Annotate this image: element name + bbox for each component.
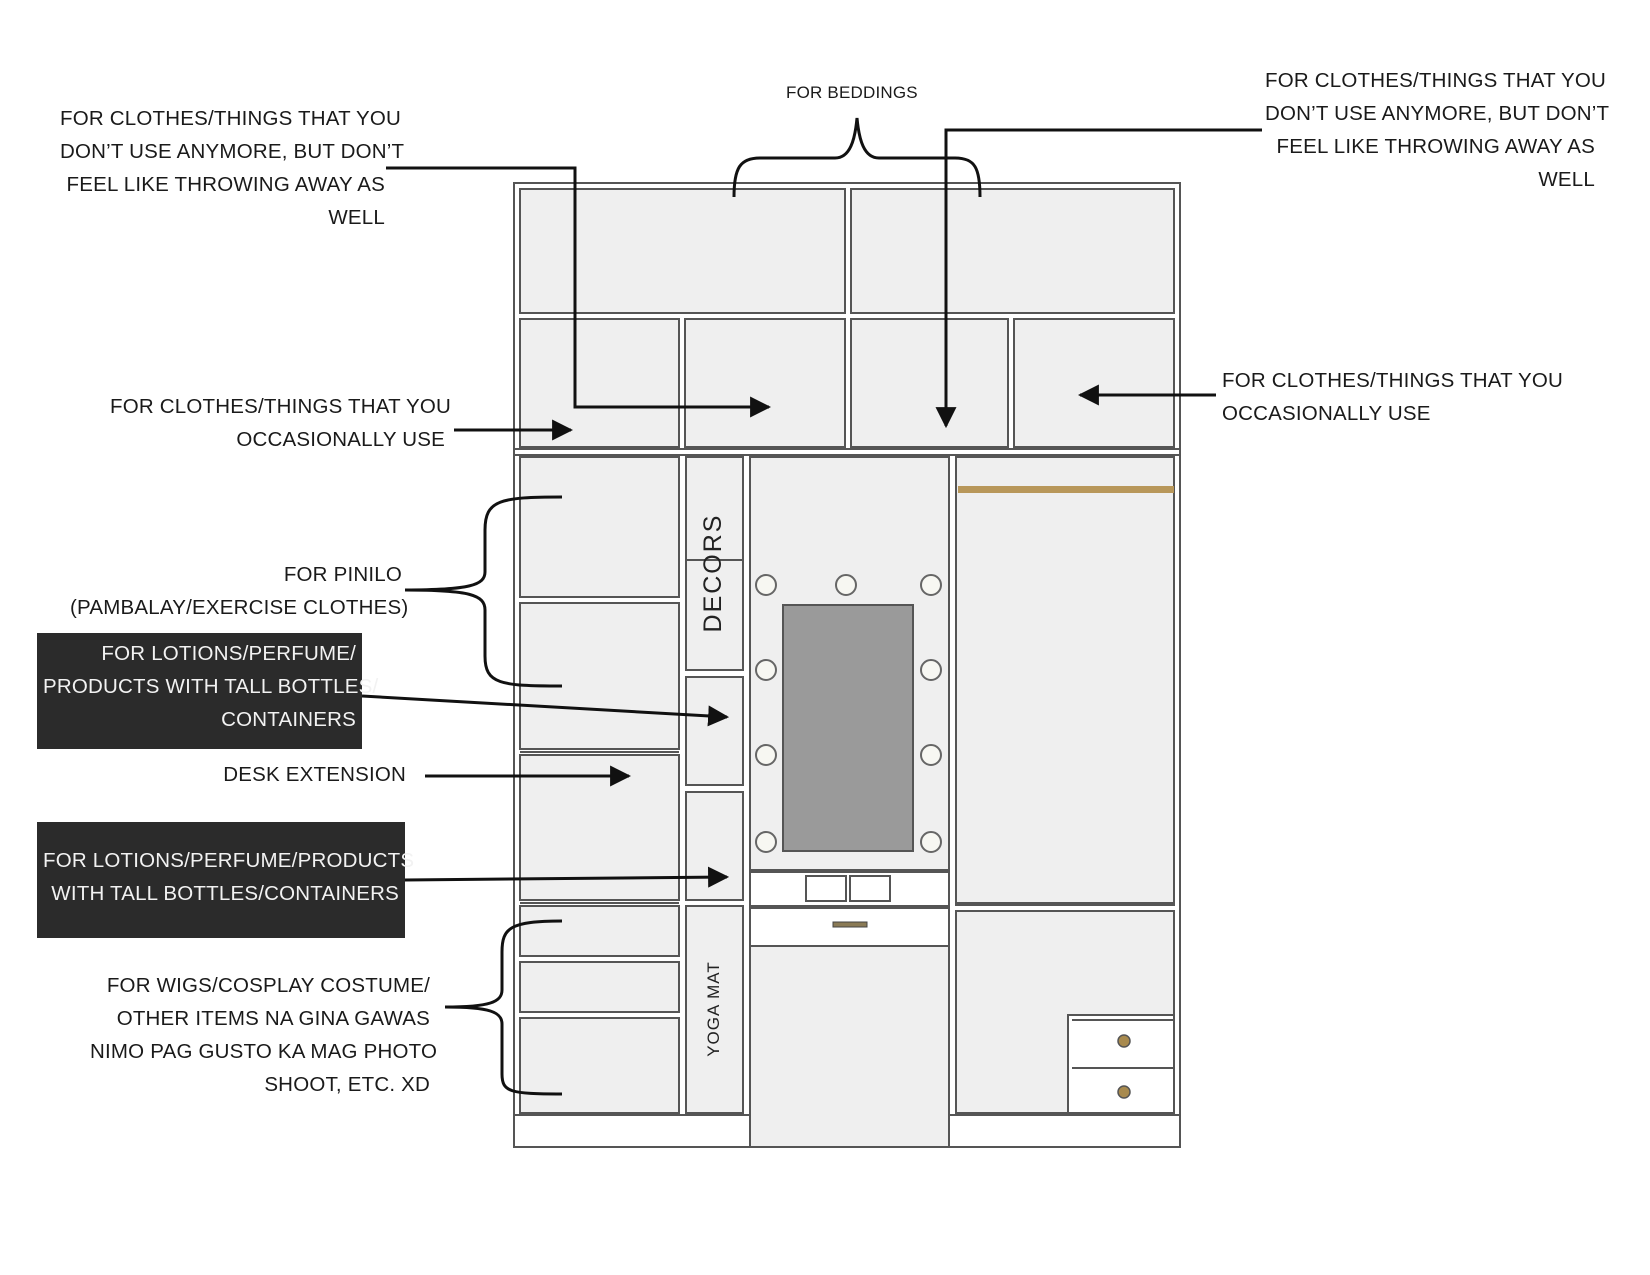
label-wigs: FOR WIGS/COSPLAY COSTUME/ OTHER ITEMS NA… xyxy=(90,969,438,1101)
label-line: FOR CLOTHES/THINGS THAT YOU xyxy=(1222,369,1564,392)
label-line: FOR CLOTHES/THINGS THAT YOU xyxy=(60,107,402,130)
pinilo-brace xyxy=(404,495,563,688)
label-line: FOR LOTIONS/PERFUME/PRODUCTS xyxy=(43,849,415,872)
label-line: FOR PINILO xyxy=(283,563,402,586)
label-left-occasional: FOR CLOTHES/THINGS THAT YOU OCCASIONALLY… xyxy=(110,390,452,456)
vanity-legroom xyxy=(749,945,950,1148)
beddings-brace xyxy=(732,117,982,198)
label-line: FOR LOTIONS/PERFUME/ xyxy=(101,642,356,665)
label-yoga-mat: YOGA MAT xyxy=(704,961,723,1057)
decors-niche xyxy=(685,456,744,671)
label-line: NIMO PAG GUSTO KA MAG PHOTO xyxy=(90,1040,438,1063)
bulb xyxy=(755,574,777,596)
label-line: (PAMBALAY/EXERCISE CLOTHES) xyxy=(70,596,409,619)
wigs-brace xyxy=(444,919,563,1096)
vanity-mirror xyxy=(782,604,914,852)
occasional-compartment xyxy=(1013,318,1175,448)
label-line: FOR CLOTHES/THINGS THAT YOU xyxy=(1265,69,1607,92)
wigs-shelf-1 xyxy=(519,905,680,957)
label-line: DON’T USE ANYMORE, BUT DON’T xyxy=(60,140,405,163)
label-top-left-unused: FOR CLOTHES/THINGS THAT YOU DON’T USE AN… xyxy=(60,102,405,234)
vanity-bulbs xyxy=(755,574,942,853)
label-beddings: FOR BEDDINGS xyxy=(786,83,918,102)
small-drawer-unit xyxy=(1067,1014,1175,1114)
pinilo-shelf-upper xyxy=(519,456,680,598)
label-decors: DECORS xyxy=(699,513,727,633)
label-line: WITH TALL BOTTLES/CONTAINERS xyxy=(51,882,399,905)
bulb xyxy=(755,744,777,766)
label-lotions-1: FOR LOTIONS/PERFUME/ PRODUCTS WITH TALL … xyxy=(37,633,379,749)
bulb xyxy=(755,659,777,681)
drawer-knob-lower xyxy=(1117,1085,1131,1099)
pinilo-shelf-lower xyxy=(519,602,680,750)
label-line: FEEL LIKE THROWING AWAY AS xyxy=(66,173,385,196)
label-line: SHOOT, ETC. XD xyxy=(264,1073,430,1096)
yoga-mat-niche xyxy=(685,905,744,1114)
label-line: OTHER ITEMS NA GINA GAWAS xyxy=(116,1007,430,1030)
vanity-tray-right xyxy=(849,875,891,902)
desk-extension-shelf xyxy=(519,754,680,901)
label-pinilo: FOR PINILO (PAMBALAY/EXERCISE CLOTHES) xyxy=(70,558,409,624)
hanging-compartment xyxy=(955,456,1175,906)
label-lotions-2: FOR LOTIONS/PERFUME/PRODUCTS WITH TALL B… xyxy=(37,822,415,938)
bulb xyxy=(920,744,942,766)
arrow-lotions-2 xyxy=(404,866,730,888)
label-line: CONTAINERS xyxy=(221,708,356,731)
label-line: WELL xyxy=(1538,168,1595,191)
label-line: OCCASIONALLY USE xyxy=(1222,402,1431,425)
bulb xyxy=(920,574,942,596)
label-line: WELL xyxy=(328,206,385,229)
label-line: FOR CLOTHES/THINGS THAT YOU xyxy=(110,395,452,418)
label-line: PRODUCTS WITH TALL BOTTLES/ xyxy=(43,675,379,698)
arrow-top-left-unused xyxy=(386,166,772,418)
vanity-tray-left xyxy=(805,875,847,902)
drawer-knob-upper xyxy=(1117,1034,1131,1048)
label-line: FEEL LIKE THROWING AWAY AS xyxy=(1276,135,1595,158)
label-right-occasional: FOR CLOTHES/THINGS THAT YOU OCCASIONALLY… xyxy=(1222,364,1564,430)
vanity-drawer xyxy=(749,907,950,947)
bedding-compartment-right xyxy=(850,188,1175,314)
lotion-niche-upper xyxy=(685,676,744,786)
bulb xyxy=(920,659,942,681)
bulb xyxy=(835,574,857,596)
unused-compartment-2 xyxy=(684,318,846,448)
bedding-compartment-left xyxy=(519,188,846,314)
label-desk-extension: DESK EXTENSION xyxy=(223,763,406,786)
label-line: DON’T USE ANYMORE, BUT DON’T xyxy=(1265,102,1610,125)
label-line: FOR WIGS/COSPLAY COSTUME/ xyxy=(106,974,430,997)
wigs-shelf-3 xyxy=(519,1017,680,1114)
lotion-niche-lower xyxy=(685,791,744,901)
bulb xyxy=(920,831,942,853)
wigs-shelf-2 xyxy=(519,961,680,1013)
hanging-rod xyxy=(958,486,1174,493)
unused-compartment-3 xyxy=(850,318,1009,448)
unused-compartment-1 xyxy=(519,318,680,448)
vanity-drawer-handle xyxy=(832,921,868,928)
label-line: OCCASIONALLY USE xyxy=(236,428,445,451)
arrow-lotions-1 xyxy=(361,694,730,727)
bulb xyxy=(755,831,777,853)
arrow-top-right-unused xyxy=(935,128,1262,429)
label-top-right-unused: FOR CLOTHES/THINGS THAT YOU DON’T USE AN… xyxy=(1265,64,1610,196)
